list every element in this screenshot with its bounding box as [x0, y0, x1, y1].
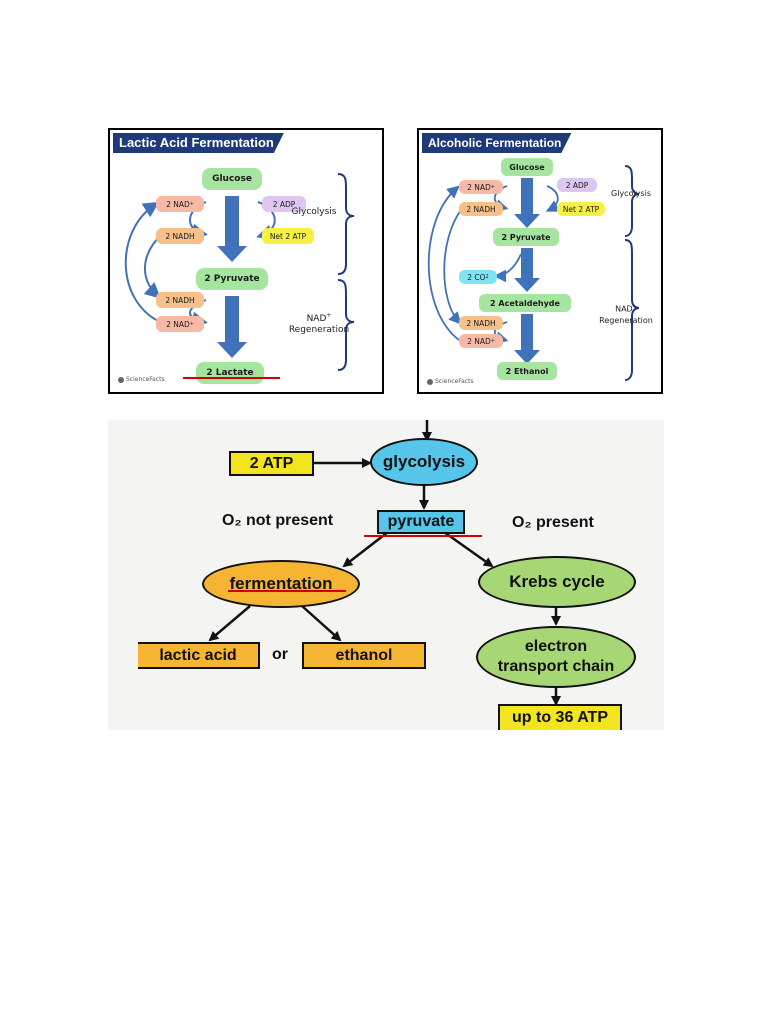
alcoholic-acetaldehyde: 2 Acetaldehyde — [479, 294, 571, 312]
pyruvate-to-krebs-arrow — [443, 530, 494, 568]
alcoholic-net-atp: Net 2 ATP — [557, 202, 605, 216]
alcoholic-adp-to-atp-arrow — [545, 185, 560, 212]
alcoholic-nad-plus-2: 2 NAD+ — [459, 334, 503, 348]
alcoholic-glycolysis-label: Glycolysis — [611, 189, 651, 198]
alcoholic-nad-plus-1: 2 NAD+ — [459, 180, 503, 194]
alcoholic-co2-arrow — [493, 253, 522, 283]
lactic-regen-brace — [337, 279, 355, 371]
alcoholic-arrows — [427, 165, 640, 381]
alcoholic-panel-title: Alcoholic Fermentation — [422, 133, 571, 153]
lactic-regeneration-loop-arrow — [124, 201, 161, 323]
alcoholic-nadh-2: 2 NADH — [459, 316, 503, 330]
lactic-big-arrow-2 — [217, 296, 247, 358]
lactic-fermentation-panel: Lactic Acid Fermentation Glucose 2 NAD+ … — [108, 128, 384, 394]
alcoholic-big-arrow-1 — [514, 178, 540, 228]
alcoholic-big-arrow-2 — [514, 248, 540, 292]
alcoholic-adp: 2 ADP — [557, 178, 597, 192]
alcoholic-glucose: Glucose — [501, 158, 553, 176]
atp-output-box: up to 36 ATP — [498, 704, 622, 730]
lactic-glucose: Glucose — [202, 168, 262, 190]
lactic-glycolysis-brace — [337, 173, 355, 275]
lactic-sciencefacts-logo: ScienceFacts — [118, 376, 165, 383]
pyruvate-node: pyruvate — [377, 510, 465, 534]
alcoholic-pyruvate: 2 Pyruvate — [493, 228, 559, 246]
alcoholic-big-arrow-3 — [514, 314, 540, 364]
alcoholic-ethanol: 2 Ethanol — [497, 362, 557, 380]
fermentation-to-lactic-arrow — [208, 605, 251, 642]
lactic-nadh-1: 2 NADH — [156, 228, 204, 244]
lactic-regeneration-label: NAD+Regeneration — [288, 312, 350, 335]
fermentation-node: fermentation — [202, 560, 360, 608]
lactic-net-atp: Net 2 ATP — [262, 228, 314, 244]
lactic-big-arrow-1 — [217, 196, 247, 262]
alcoholic-nadh-loop-arrow — [443, 209, 462, 325]
lactic-acid-box: lactic acid — [138, 642, 260, 669]
lactic-pyruvate: 2 Pyruvate — [196, 268, 268, 290]
fermentation-to-ethanol-arrow — [301, 605, 342, 642]
alcoholic-regeneration-loop-arrow — [427, 185, 460, 341]
ethanol-box: ethanol — [302, 642, 426, 669]
lactic-panel-title: Lactic Acid Fermentation — [113, 133, 284, 153]
alcoholic-regeneration-label: NAD+Regeneration — [599, 304, 653, 325]
glycolysis-node: glycolysis — [370, 438, 478, 486]
pyruvate-red-underline — [364, 535, 482, 537]
atp-input-box: 2 ATP — [229, 451, 314, 476]
lactic-nad-plus-1: 2 NAD+ — [156, 196, 204, 212]
lactic-nadh-2: 2 NADH — [156, 292, 204, 308]
alcoholic-fermentation-panel: Alcoholic Fermentation Glucose 2 NAD+ 2 … — [417, 128, 663, 394]
fermentation-red-underline — [228, 590, 346, 592]
pyruvate-to-fermentation-arrow — [342, 531, 389, 568]
lactate-red-underline — [183, 377, 280, 379]
alcoholic-sciencefacts-logo: ScienceFacts — [427, 378, 474, 385]
alcoholic-nadh-1: 2 NADH — [459, 202, 503, 216]
electron-transport-chain-node: electron transport chain — [476, 626, 636, 688]
lactic-glycolysis-label: Glycolysis — [291, 207, 337, 217]
lactic-nad-plus-2: 2 NAD+ — [156, 316, 204, 332]
krebs-cycle-node: Krebs cycle — [478, 556, 636, 608]
alcoholic-regen-brace — [624, 239, 640, 381]
or-label: or — [272, 646, 288, 663]
o2-present-label: O₂ present — [512, 514, 594, 531]
etc-line-1: electron — [524, 638, 588, 655]
o2-not-present-label: O₂ not present — [222, 512, 334, 529]
etc-line-2: transport chain — [497, 658, 615, 675]
alcoholic-glycolysis-brace — [624, 165, 640, 237]
lactic-adp: 2 ADP — [262, 196, 306, 212]
